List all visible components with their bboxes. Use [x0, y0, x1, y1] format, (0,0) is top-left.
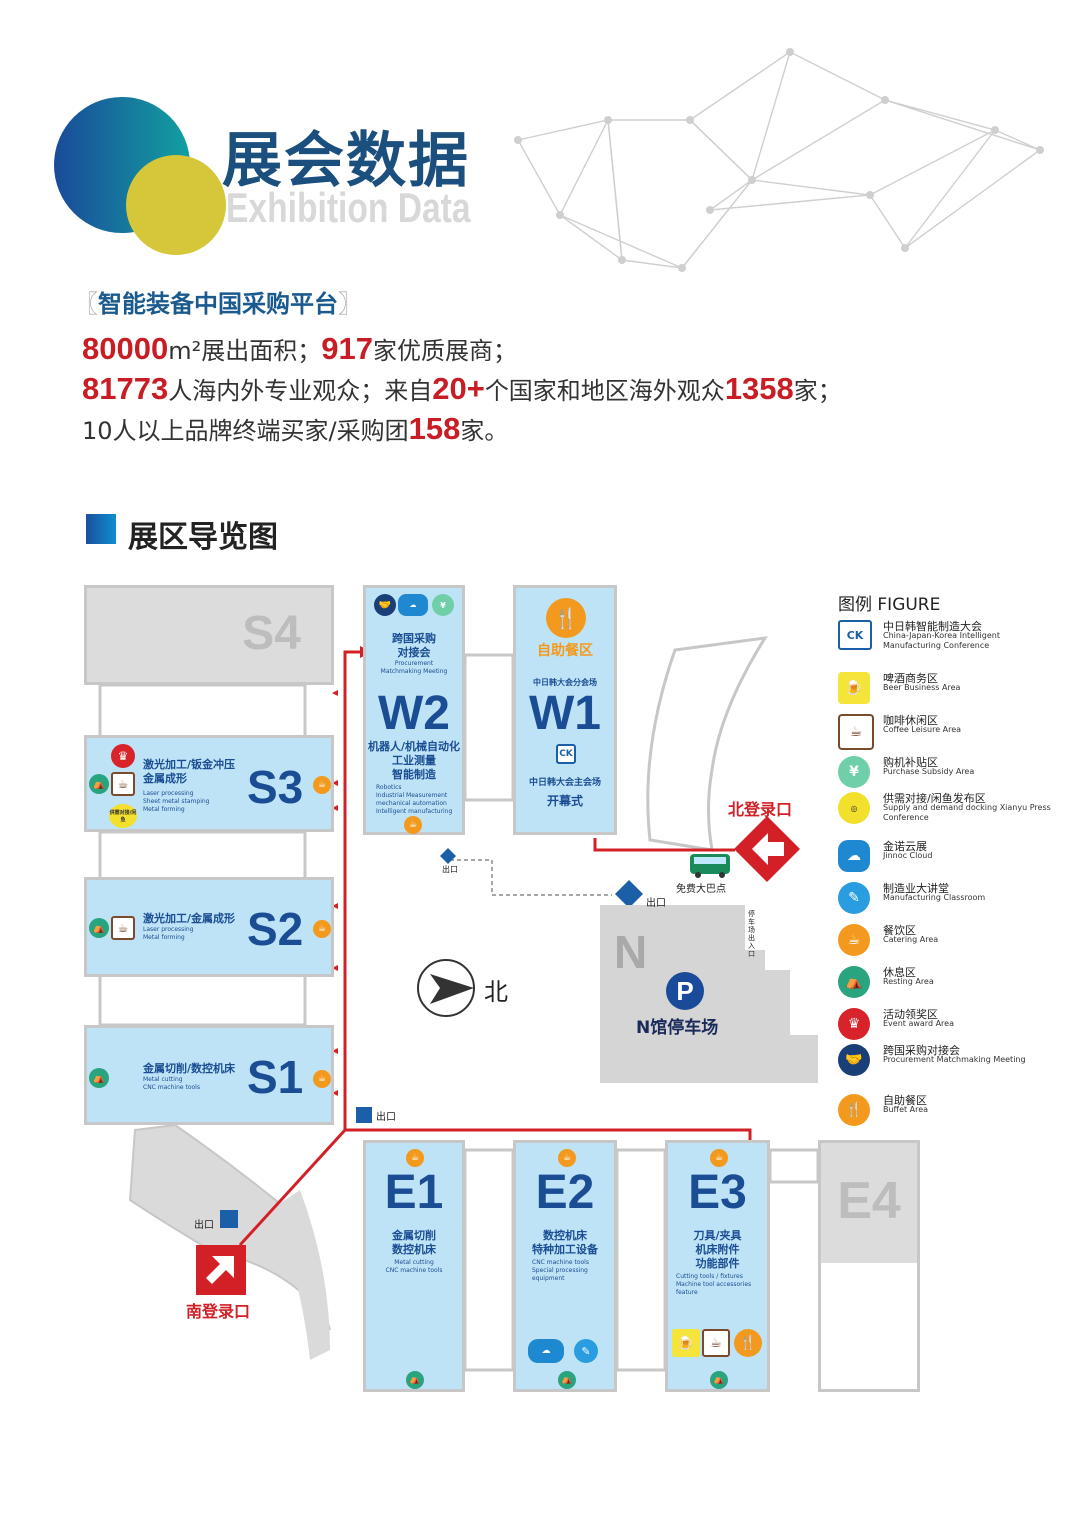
supply-demand-icon: ◎ — [838, 792, 870, 824]
map-background — [98, 636, 820, 1372]
hall-s3[interactable]: ♛ ⛺ ☕ 供需对接/闲鱼 激光加工/钣金冲压 金属成形 Laser proce… — [84, 735, 334, 832]
coffee-icon: ☕ — [702, 1329, 730, 1357]
bus-icon — [690, 854, 730, 878]
catering-icon: ☕ — [313, 776, 331, 794]
north-entrance-icon — [734, 816, 800, 882]
exit-label: 出口 — [376, 1112, 396, 1123]
hall-w1[interactable]: 🍴 自助餐区 中日韩大会分会场 W1 CK 中日韩大会主会场 开幕式 — [513, 585, 617, 835]
catering-icon: ☕ — [558, 1149, 576, 1167]
resting-icon: ⛺ — [89, 1068, 109, 1088]
beer-icon: 🍺 — [672, 1329, 700, 1357]
jinnoc-cloud-icon: ☁ — [838, 840, 870, 872]
buffet-icon: 🍴 — [734, 1329, 762, 1357]
header-decoration — [54, 48, 1044, 272]
stats-block: 80000m²展出面积；917家优质展商； 81773人海内外专业观众；来自20… — [82, 331, 842, 446]
classroom-icon: ✎ — [838, 882, 870, 914]
catering-icon: ☕ — [406, 1149, 424, 1167]
cjk-conference-icon: CK — [556, 744, 576, 764]
hall-n-shape — [600, 905, 818, 1083]
catering-icon: ☕ — [313, 920, 331, 938]
resting-icon: ⛺ — [406, 1371, 424, 1389]
north-label: 北 — [484, 978, 508, 1006]
supply-demand-icon: 供需对接/闲鱼 — [109, 804, 137, 828]
catering-icon: ☕ — [313, 1070, 331, 1088]
parking-entrance-label: 停车场出入口 — [748, 910, 755, 958]
resting-icon: ⛺ — [89, 918, 109, 938]
hall-e1[interactable]: ☕ E1 金属切削 数控机床 Metal cutting CNC machine… — [363, 1140, 465, 1392]
hall-s2[interactable]: ⛺ ☕ 激光加工/金属成形 Laser processing Metal for… — [84, 877, 334, 977]
resting-icon: ⛺ — [838, 966, 870, 998]
parking-icon: P — [666, 972, 704, 1010]
hall-e2[interactable]: ☕ E2 数控机床 特种加工设备 CNC machine tools Speci… — [513, 1140, 617, 1392]
catering-icon: ☕ — [404, 816, 422, 834]
buffet-icon: 🍴 — [838, 1094, 870, 1126]
south-entrance-label: 南登录口 — [186, 1302, 251, 1321]
catering-icon: ☕ — [838, 924, 870, 956]
cjk-conference-icon: CK — [838, 620, 872, 650]
classroom-icon: ✎ — [574, 1339, 598, 1363]
bus-stop-label: 免费大巴点 — [676, 884, 726, 895]
exit-label: 出口 — [194, 1220, 214, 1231]
legend-title: 图例 FIGURE — [838, 595, 941, 615]
compass-icon — [417, 959, 475, 1017]
matchmaking-icon: 🤝 — [838, 1044, 870, 1076]
coffee-icon: ☕ — [111, 916, 135, 940]
coffee-icon: ☕ — [838, 714, 874, 750]
hall-s4[interactable]: S4 — [84, 585, 334, 685]
hall-e3[interactable]: ☕ E3 刀具/夹具 机床附件 功能部件 Cutting tools / fix… — [665, 1140, 770, 1392]
resting-icon: ⛺ — [89, 774, 109, 794]
exit-label: 出口 — [646, 898, 666, 909]
award-icon: ♛ — [838, 1008, 870, 1040]
section-title: 展区导览图 — [128, 520, 278, 555]
parking-label: N馆停车场 — [636, 1018, 719, 1038]
page-title: 展会数据 — [222, 126, 470, 196]
page-subtitle: Exhibition Data — [226, 184, 471, 231]
resting-icon: ⛺ — [710, 1371, 728, 1389]
award-icon: ♛ — [111, 744, 135, 768]
coffee-icon: ☕ — [111, 772, 135, 796]
jinnoc-cloud-icon: ☁ — [398, 594, 428, 616]
catering-icon: ☕ — [710, 1149, 728, 1167]
platform-heading: 〖智能装备中国采购平台〗 — [74, 290, 362, 318]
hall-w2[interactable]: 🤝 ☁ ¥ 跨国采购 对接会 Procurement Matchmaking M… — [363, 585, 465, 835]
section-marker — [86, 514, 116, 544]
north-entrance-label: 北登录口 — [728, 800, 793, 819]
hall-s1[interactable]: ⛺ 金属切削/数控机床 Metal cutting CNC machine to… — [84, 1025, 334, 1125]
subsidy-icon: ¥ — [838, 756, 870, 788]
exit-icons — [220, 848, 643, 1228]
beer-icon: 🍺 — [838, 672, 870, 704]
jinnoc-cloud-icon: ☁ — [528, 1339, 564, 1363]
resting-icon: ⛺ — [558, 1371, 576, 1389]
hall-n-label: N — [614, 926, 648, 978]
exit-label: 出口 — [442, 865, 458, 874]
buffet-icon: 🍴 — [546, 598, 586, 638]
subsidy-icon: ¥ — [432, 594, 454, 616]
matchmaking-icon: 🤝 — [374, 594, 396, 616]
hall-e4[interactable]: E4 — [818, 1140, 920, 1392]
south-entrance-icon — [196, 1245, 246, 1295]
